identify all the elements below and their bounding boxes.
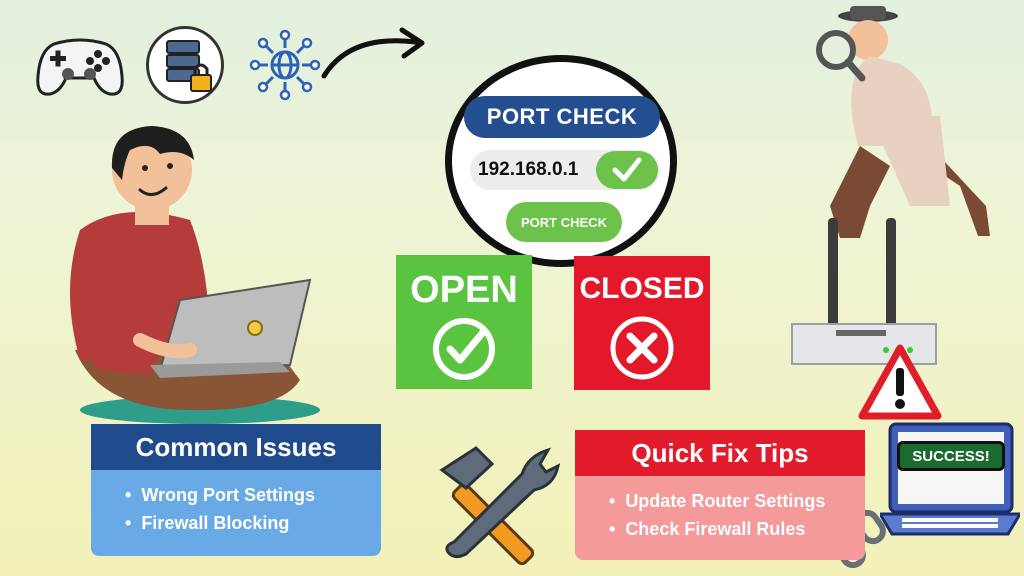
server-lock-icon xyxy=(146,26,224,104)
detective-illustration xyxy=(816,6,990,238)
open-label: OPEN xyxy=(410,269,518,311)
warning-icon xyxy=(858,344,942,420)
ip-address-text: 192.168.0.1 xyxy=(478,159,579,180)
network-globe-icon xyxy=(249,29,321,101)
quick-fix-list: Update Router Settings Check Firewall Ru… xyxy=(575,476,865,560)
port-check-button[interactable]: PORT CHECK xyxy=(506,202,622,242)
hammer-wrench-icon xyxy=(439,446,561,566)
success-text: SUCCESS! xyxy=(897,441,1005,471)
quick-fix-title: Quick Fix Tips xyxy=(575,430,865,476)
closed-label: CLOSED xyxy=(579,272,705,305)
common-issues-title: Common Issues xyxy=(91,424,381,470)
port-check-title: PORT CHECK xyxy=(464,96,660,138)
list-item: Wrong Port Settings xyxy=(125,481,381,509)
common-issues-list: Wrong Port Settings Firewall Blocking xyxy=(91,470,381,556)
closed-status-card: CLOSED xyxy=(574,256,710,390)
open-status-card: OPEN xyxy=(396,255,532,389)
list-item: Firewall Blocking xyxy=(125,509,381,537)
man-with-laptop-illustration xyxy=(70,126,320,424)
success-laptop-icon xyxy=(880,422,1020,536)
list-item: Check Firewall Rules xyxy=(609,515,865,543)
x-circle-icon xyxy=(610,316,674,380)
check-circle-icon xyxy=(433,318,495,380)
check-mark-icon xyxy=(596,151,658,189)
list-item: Update Router Settings xyxy=(609,487,865,515)
gamepad-icon xyxy=(36,38,124,96)
arrow-icon xyxy=(321,27,425,79)
